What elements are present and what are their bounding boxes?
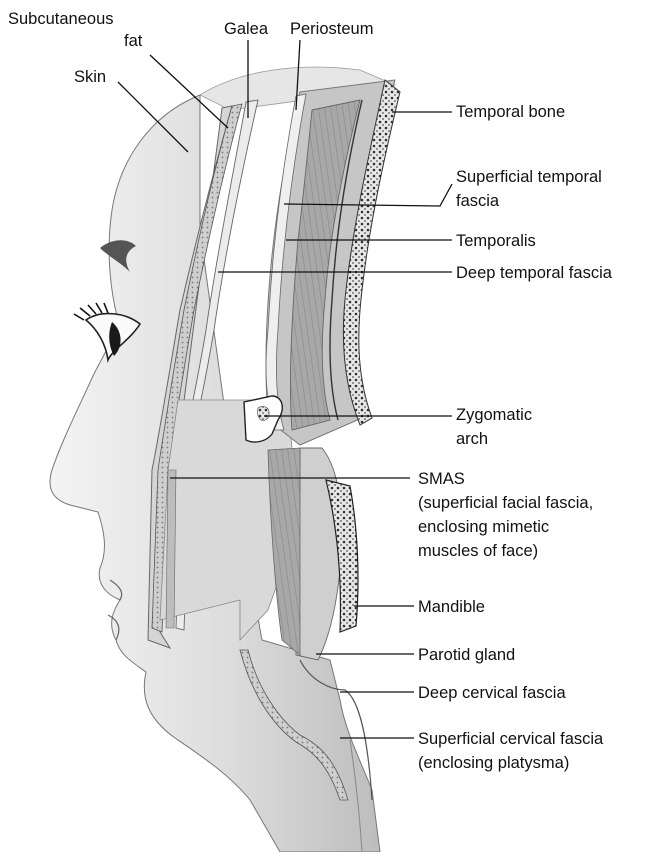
zygomatic-arch-marrow (258, 406, 269, 420)
label-parotid-gland: Parotid gland (418, 646, 515, 664)
label-temporal-bone: Temporal bone (456, 103, 565, 121)
label-zygomatic-arch-line2: arch (456, 430, 488, 448)
label-smas-line2: (superficial facial fascia, (418, 494, 593, 512)
label-deep-temporal-fascia: Deep temporal fascia (456, 264, 613, 282)
label-temporalis: Temporalis (456, 232, 536, 250)
parotid-gland (296, 448, 342, 660)
label-smas-line4: muscles of face) (418, 542, 538, 560)
label-superficial-temporal-fascia-line1: Superficial temporal (456, 168, 602, 186)
label-zygomatic-arch-line1: Zygomatic (456, 406, 532, 424)
label-superficial-cervical-fascia-line2: (enclosing platysma) (418, 754, 569, 772)
label-smas-line3: enclosing mimetic (418, 518, 549, 536)
label-skin: Skin (74, 68, 106, 86)
label-superficial-cervical-fascia-line1: Superficial cervical fascia (418, 730, 604, 748)
masseter-muscle (268, 448, 300, 655)
label-deep-cervical-fascia: Deep cervical fascia (418, 684, 566, 702)
label-superficial-temporal-fascia-line2: fascia (456, 192, 500, 210)
label-periosteum: Periosteum (290, 20, 373, 38)
label-subcutaneous-fat-line2: fat (124, 32, 143, 50)
smas-layer (166, 470, 176, 628)
label-galea: Galea (224, 20, 269, 38)
label-subcutaneous-fat-line1: Subcutaneous (8, 10, 114, 28)
label-smas-line1: SMAS (418, 470, 465, 488)
label-mandible: Mandible (418, 598, 485, 616)
